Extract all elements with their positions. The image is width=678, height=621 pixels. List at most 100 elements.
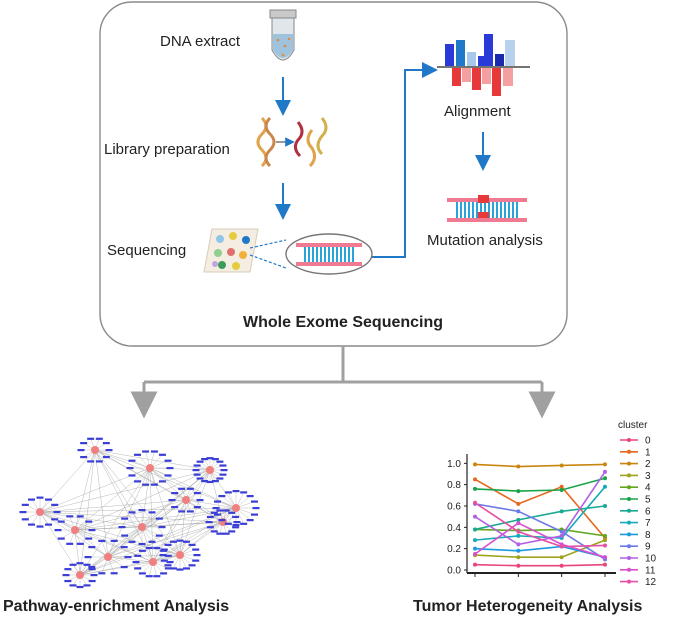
network-node [193, 554, 201, 557]
network-node [224, 522, 232, 525]
data-point [516, 555, 521, 560]
legend-marker [627, 508, 631, 513]
series-line-4 [474, 528, 606, 537]
network-node [210, 530, 218, 533]
network-edge [39, 507, 237, 513]
network-edge [107, 507, 237, 558]
network-node [160, 559, 168, 562]
network-hub-node [176, 551, 184, 559]
network-node [88, 529, 96, 532]
network-node [158, 480, 166, 483]
network-node [145, 575, 153, 578]
network-node [186, 510, 194, 513]
network-edge [79, 499, 187, 576]
y-tick-label: 0.6 [447, 502, 461, 513]
network-node [150, 483, 158, 486]
data-point [559, 484, 564, 489]
network-node [153, 546, 161, 550]
network-node [87, 437, 95, 440]
network-edge [94, 449, 109, 558]
network-node [222, 509, 230, 512]
legend-marker [627, 579, 631, 584]
network-node [85, 537, 93, 540]
data-point [516, 464, 521, 469]
network-edge [107, 469, 211, 558]
network-node [240, 491, 248, 494]
network-node [220, 469, 228, 472]
network-node [76, 585, 84, 589]
network-node [164, 474, 172, 477]
network-node [228, 530, 236, 533]
network-node [138, 509, 146, 512]
network-node [66, 542, 74, 545]
network-node [98, 572, 106, 575]
network-node [102, 442, 110, 445]
network-edge [79, 507, 237, 576]
network-node [132, 561, 140, 564]
network-edge [74, 529, 109, 558]
network-node [166, 561, 174, 564]
network-node [90, 574, 98, 577]
alignment-bars-icon [437, 34, 530, 96]
network-node [124, 556, 132, 559]
legend-label: 4 [645, 483, 651, 494]
y-tick-label: 0.4 [447, 523, 461, 534]
data-point [603, 538, 607, 543]
network-node [216, 460, 224, 463]
network-node [128, 540, 136, 543]
network-edge [107, 521, 224, 558]
network-node [138, 549, 146, 552]
network-hub-node [182, 496, 190, 504]
data-point [559, 529, 564, 534]
heterogeneity-line-chart: 1.00.80.60.40.20.0cluster012345678910111… [447, 420, 656, 588]
legend-label: 11 [645, 565, 656, 576]
series-line-3 [474, 539, 606, 559]
mutation-ladder-icon [447, 195, 527, 222]
data-point [516, 509, 521, 514]
network-node [206, 515, 214, 519]
label-library-preparation: Library preparation [104, 141, 230, 158]
network-node [216, 532, 224, 535]
network-node [224, 491, 232, 494]
network-node [216, 509, 224, 512]
network-hub-node [206, 466, 214, 474]
network-node [211, 458, 219, 461]
network-node [201, 479, 209, 483]
network-edge [79, 449, 96, 576]
network-hub-node [149, 558, 157, 566]
network-node [178, 510, 186, 513]
network-edge [149, 467, 181, 556]
network-node [186, 487, 194, 490]
network-node [160, 548, 168, 551]
data-point [559, 544, 564, 549]
network-node [128, 474, 136, 477]
data-point [559, 509, 564, 514]
title-heterogeneity-analysis: Tumor Heterogeneity Analysis [413, 598, 643, 615]
network-node [169, 567, 177, 570]
data-point [559, 555, 564, 560]
network-node [69, 563, 77, 566]
network-node [219, 473, 227, 476]
network-node [76, 515, 84, 518]
network-node [158, 453, 166, 456]
network-node [246, 494, 254, 498]
network-edge [149, 467, 224, 523]
title-whole-exome-sequencing: Whole Exome Sequencing [243, 314, 444, 331]
network-node [196, 477, 204, 480]
network-node [66, 515, 74, 518]
legend-marker [627, 449, 631, 454]
network-node [192, 548, 200, 551]
legend-marker [627, 461, 631, 466]
network-edge [152, 507, 237, 563]
network-node [118, 526, 126, 529]
data-point [516, 489, 521, 494]
network-node [148, 540, 156, 543]
legend-title: cluster [618, 420, 648, 431]
network-node [159, 554, 167, 557]
network-node [134, 567, 142, 570]
data-point [516, 521, 521, 526]
network-node [252, 507, 260, 510]
network-node [205, 521, 213, 524]
network-edge [152, 554, 181, 563]
network-node [171, 505, 179, 509]
